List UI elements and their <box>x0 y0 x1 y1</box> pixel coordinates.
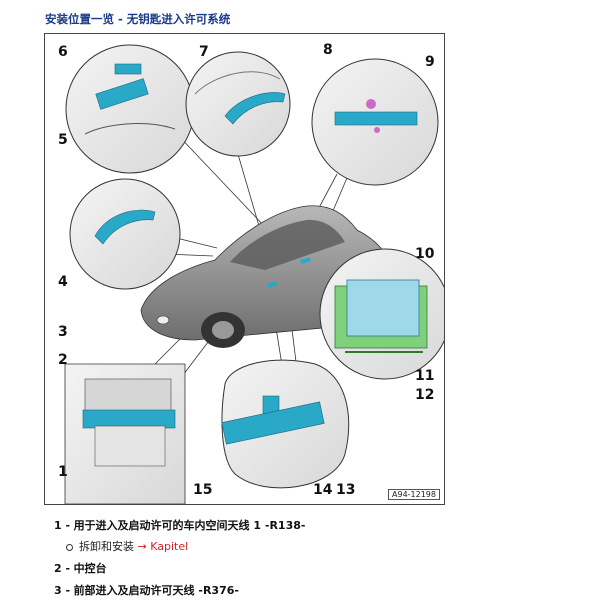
legend-item-text: 用于进入及启动许可的车内空间天线 1 -R138- <box>74 519 306 532</box>
callout-11: 11 <box>415 368 434 384</box>
legend-sub-item: 拆卸和安装 → Kapitel <box>66 538 188 554</box>
callout-14: 14 <box>313 482 332 498</box>
legend-item-text: 中控台 <box>74 562 107 575</box>
callout-1: 1 <box>58 464 68 480</box>
zoom-handle-4 <box>70 179 180 289</box>
installation-figure: 6 5 7 8 9 4 10 3 2 11 12 1 15 14 13 A94-… <box>44 33 445 505</box>
callout-6: 6 <box>58 44 68 60</box>
callout-7: 7 <box>199 44 209 60</box>
sub-item-text: 拆卸和安装 <box>79 540 134 553</box>
callout-8: 8 <box>323 42 333 58</box>
zoom-control-unit-10 <box>320 249 444 379</box>
callout-13: 13 <box>336 482 355 498</box>
figure-drawing <box>45 34 444 504</box>
legend-item-2: 2 - 中控台 <box>54 560 107 576</box>
zoom-antenna-13 <box>222 360 349 488</box>
legend-item-text: 前部进入及启动许可天线 -R376- <box>74 584 239 597</box>
callout-3: 3 <box>58 324 68 340</box>
legend-item-number: 2 - <box>54 562 70 575</box>
figure-code: A94-12198 <box>388 489 440 500</box>
legend-item-number: 1 - <box>54 519 70 532</box>
zoom-console-1 <box>65 364 185 504</box>
callout-5: 5 <box>58 132 68 148</box>
callout-12: 12 <box>415 387 434 403</box>
zoom-antenna-9 <box>312 59 438 185</box>
kapitel-link[interactable]: → Kapitel <box>138 540 189 553</box>
callout-4: 4 <box>58 274 68 290</box>
legend-item-1: 1 - 用于进入及启动许可的车内空间天线 1 -R138- <box>54 517 305 533</box>
callout-10: 10 <box>415 246 434 262</box>
callout-2: 2 <box>58 352 68 368</box>
page-title: 安装位置一览 - 无钥匙进入许可系统 <box>45 11 230 27</box>
callout-15: 15 <box>193 482 212 498</box>
bullet-icon <box>66 544 73 551</box>
zoom-handle-7 <box>186 52 290 156</box>
legend-item-3: 3 - 前部进入及启动许可天线 -R376- <box>54 582 239 598</box>
zoom-antenna-5 <box>66 45 194 173</box>
callout-9: 9 <box>425 54 435 70</box>
legend-item-number: 3 - <box>54 584 70 597</box>
